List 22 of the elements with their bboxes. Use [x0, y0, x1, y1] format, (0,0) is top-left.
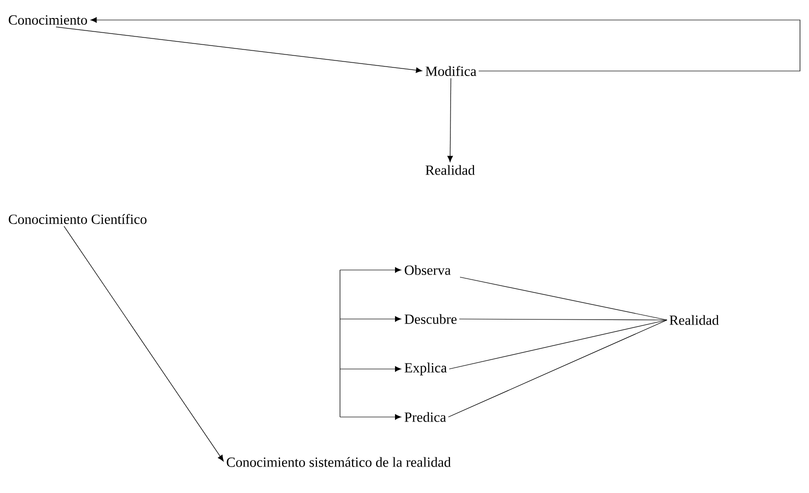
- arrow: [340, 366, 402, 372]
- connector-line: [448, 320, 668, 370]
- arrow: [56, 26, 422, 73]
- node-label: Realidad: [426, 165, 475, 175]
- connector-line: [458, 318, 668, 320]
- node-label: Realidad: [670, 315, 719, 325]
- arrow: [90, 17, 800, 72]
- node-label: Explica: [404, 362, 447, 376]
- node-label: Observa: [404, 265, 451, 275]
- node-label: Conocimiento sistemático de la realidad: [226, 457, 451, 467]
- arrow: [340, 267, 402, 273]
- node-label: Predica: [404, 412, 446, 422]
- arrow: [64, 226, 224, 462]
- connector-line: [448, 320, 668, 418]
- arrow: [340, 414, 402, 420]
- arrow: [340, 316, 402, 322]
- node-label: Conocimiento Científico: [8, 214, 146, 224]
- node-label: Conocimiento: [8, 15, 87, 25]
- arrow: [447, 78, 453, 162]
- connector-line: [460, 276, 668, 320]
- node-label: Modifica: [426, 66, 476, 76]
- node-label: Descubre: [404, 314, 457, 324]
